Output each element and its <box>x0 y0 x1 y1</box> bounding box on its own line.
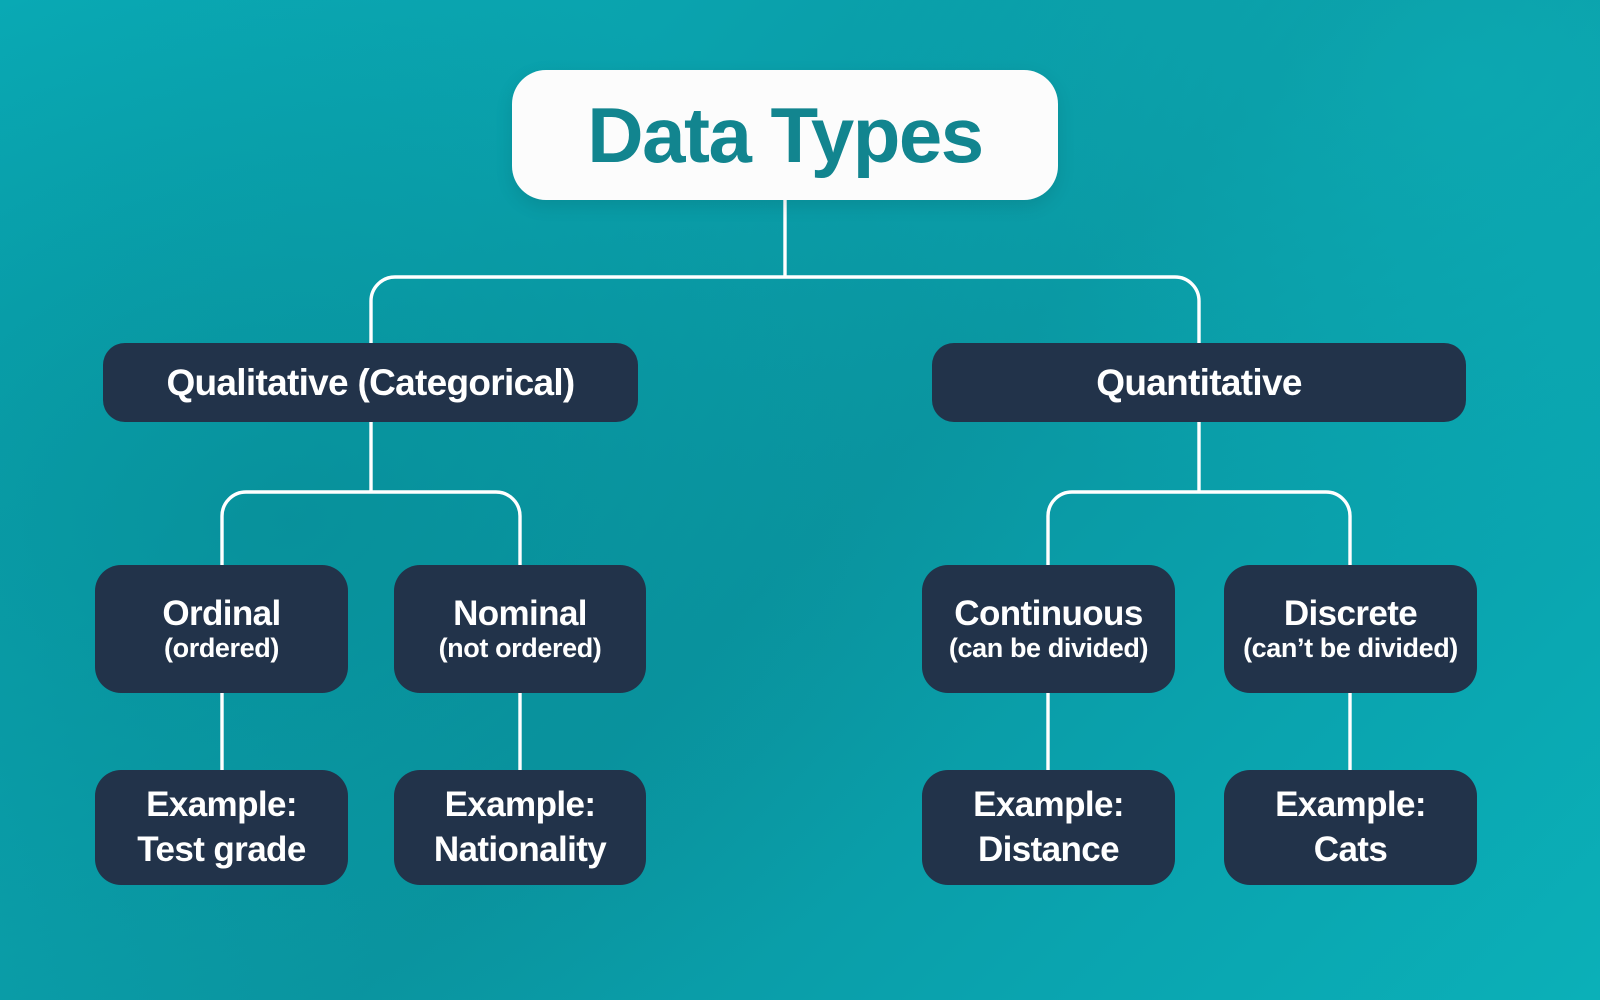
node-discrete-label: Discrete <box>1283 593 1418 633</box>
page-title: Data Types <box>587 91 984 179</box>
node-nominal[interactable]: Nominal (not ordered) <box>394 565 646 693</box>
node-example-ordinal[interactable]: Example: Test grade <box>95 770 348 885</box>
connector-qualitative-to-ordinal <box>220 490 371 565</box>
node-continuous-label: Continuous <box>954 593 1143 633</box>
connector-quantitative-to-discrete <box>1199 490 1352 565</box>
node-example-discrete[interactable]: Example: Cats <box>1224 770 1477 885</box>
node-qualitative[interactable]: Qualitative (Categorical) <box>103 343 638 422</box>
example-nominal-value: Nationality <box>433 829 607 869</box>
connector-quantitative-to-continuous <box>1046 490 1199 565</box>
node-continuous[interactable]: Continuous (can be divided) <box>922 565 1175 693</box>
connector-qualitative-to-nominal <box>371 490 522 565</box>
node-discrete[interactable]: Discrete (can’t be divided) <box>1224 565 1477 693</box>
node-quantitative[interactable]: Quantitative <box>932 343 1466 422</box>
node-data-types-root[interactable]: Data Types <box>512 70 1058 200</box>
node-ordinal[interactable]: Ordinal (ordered) <box>95 565 348 693</box>
node-continuous-sublabel: (can be divided) <box>948 632 1149 663</box>
node-qualitative-label: Qualitative (Categorical) <box>166 361 575 403</box>
example-continuous-value: Distance <box>977 829 1120 869</box>
node-discrete-sublabel: (can’t be divided) <box>1243 632 1458 663</box>
example-discrete-value: Cats <box>1313 829 1388 869</box>
node-ordinal-sublabel: (ordered) <box>164 632 279 663</box>
node-nominal-label: Nominal <box>453 593 587 633</box>
example-nominal-prefix: Example: <box>444 785 596 825</box>
node-example-nominal[interactable]: Example: Nationality <box>394 770 646 885</box>
connector-root-to-quantitative <box>785 275 1201 343</box>
node-nominal-sublabel: (not ordered) <box>438 632 602 663</box>
node-quantitative-label: Quantitative <box>1096 361 1302 403</box>
example-continuous-prefix: Example: <box>973 785 1124 825</box>
example-ordinal-prefix: Example: <box>146 785 297 825</box>
node-ordinal-label: Ordinal <box>162 593 281 633</box>
example-discrete-prefix: Example: <box>1275 785 1426 825</box>
connector-root-to-qualitative <box>369 275 785 343</box>
node-example-continuous[interactable]: Example: Distance <box>922 770 1175 885</box>
example-ordinal-value: Test grade <box>137 829 306 869</box>
